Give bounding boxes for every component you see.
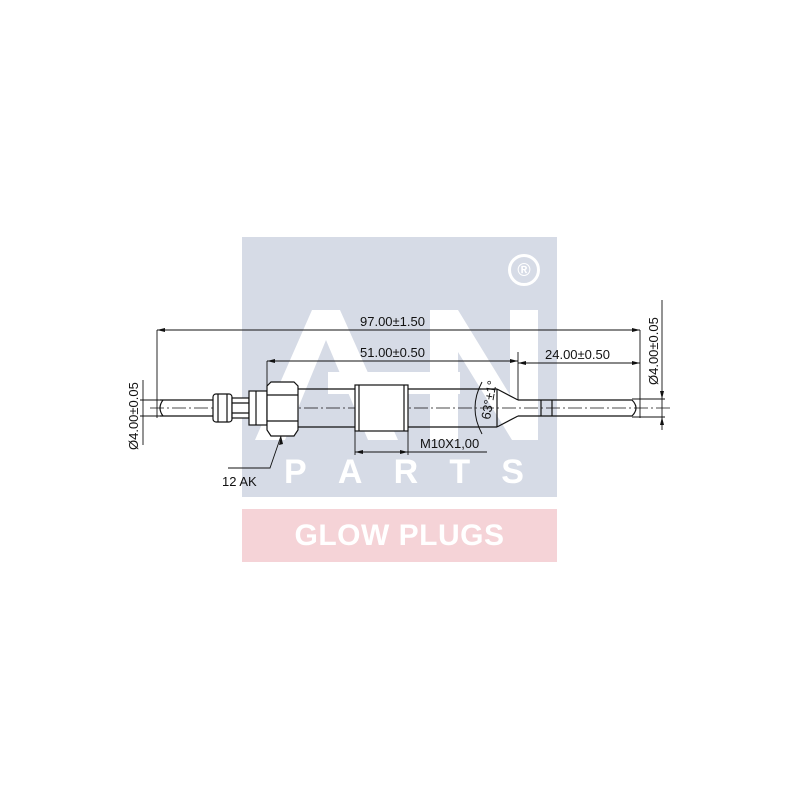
parts-letter: A — [337, 453, 363, 491]
connector-diameter-label: Ø4.00±0.05 — [126, 382, 141, 450]
cone-angle-label: 63°±1° — [478, 379, 500, 420]
body-length-label: 51.00±0.50 — [360, 345, 425, 360]
logo-banner — [242, 509, 557, 562]
glow-tip — [518, 399, 637, 417]
thread-label: M10X1,00 — [420, 436, 479, 451]
overall-length-label: 97.00±1.50 — [360, 314, 425, 329]
arrowheads — [157, 328, 664, 454]
tip-length-label: 24.00±0.50 — [545, 347, 610, 362]
parts-letter: S — [501, 453, 524, 491]
body-shaft — [298, 384, 519, 432]
angle-arc — [474, 381, 483, 435]
registered-mark: ® — [508, 254, 540, 286]
tip-diameter-label: Ø4.00±0.05 — [646, 317, 661, 385]
parts-letter: P — [284, 453, 307, 491]
hex-size-label: 12 AK — [222, 474, 257, 489]
connector-pin — [159, 399, 215, 417]
parts-letter: T — [449, 453, 471, 491]
glow-plugs-banner-text: GLOW PLUGS — [294, 519, 505, 552]
dimension-lines — [140, 300, 665, 469]
hex-nut — [266, 381, 299, 437]
parts-letter: R — [393, 453, 419, 491]
connector-collar — [212, 390, 268, 426]
parts-wordmark: P A R T S — [284, 452, 524, 492]
